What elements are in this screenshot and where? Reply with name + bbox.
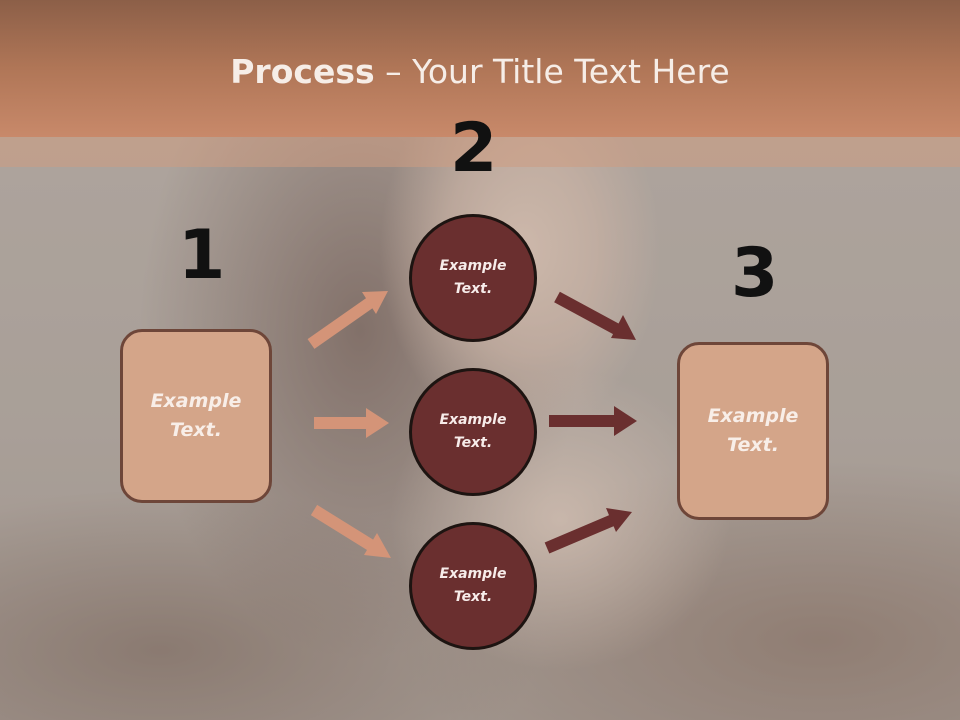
arrow-right-middle <box>549 406 637 436</box>
arrow-right-up <box>544 508 632 554</box>
arrow-left-middle <box>314 408 389 438</box>
circle-top-label: Example Text. <box>439 258 507 297</box>
right-box[interactable]: Example Text. <box>677 342 829 520</box>
arrow-left-down <box>310 504 391 558</box>
arrow-left-up <box>307 291 388 349</box>
left-box[interactable]: Example Text. <box>120 329 272 503</box>
header-strip <box>0 137 960 167</box>
header-band <box>0 0 960 137</box>
circle-bottom[interactable]: Example Text. <box>409 522 537 650</box>
right-box-label: Example Text. <box>707 405 799 456</box>
step-number-2: 2 <box>450 109 498 188</box>
step-number-1: 1 <box>178 216 226 295</box>
circle-bottom-label: Example Text. <box>439 566 507 605</box>
title-rest: Your Title Text Here <box>412 52 730 91</box>
arrow-right-down <box>554 291 636 340</box>
circle-middle-label: Example Text. <box>439 412 507 451</box>
title-bold: Process <box>230 52 375 91</box>
slide-title: Process – Your Title Text Here <box>0 52 960 91</box>
title-separator: – <box>374 52 413 91</box>
left-box-label: Example Text. <box>150 390 242 441</box>
circle-top[interactable]: Example Text. <box>409 214 537 342</box>
step-number-3: 3 <box>731 234 779 313</box>
circle-middle[interactable]: Example Text. <box>409 368 537 496</box>
